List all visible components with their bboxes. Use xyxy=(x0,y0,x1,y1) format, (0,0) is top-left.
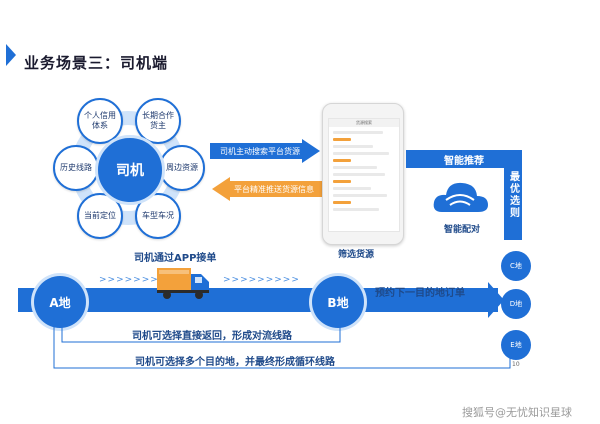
dashes-left: >>>>>>>>> xyxy=(99,275,176,285)
right-arrow-icon xyxy=(210,139,320,163)
phone-caption: 筛选货源 xyxy=(338,250,375,260)
screen-row xyxy=(333,131,383,134)
screen-row xyxy=(333,208,379,211)
phone-screen: 货源搜索 xyxy=(328,118,400,232)
optimal-choice-bar: 最优选则 xyxy=(504,150,522,240)
phone-mockup: 货源搜索 xyxy=(322,103,404,245)
petal-resources: 周边资源 xyxy=(159,145,205,191)
push-label: 平台精准推送货源信息 xyxy=(234,184,314,194)
cloud-icon xyxy=(433,182,488,212)
truck-icon xyxy=(157,268,209,299)
petal-partner: 长期合作货主 xyxy=(135,98,181,144)
search-label: 司机主动搜索平台货源 xyxy=(220,146,300,156)
node-a: A地 xyxy=(34,276,86,328)
screen-row xyxy=(333,138,351,141)
screen-row xyxy=(333,180,351,183)
next-order-label: 预约下一目的地订单 xyxy=(375,288,465,299)
page-number: 10 xyxy=(512,361,520,368)
petal-credit: 个人信用体系 xyxy=(77,98,123,144)
screen-row xyxy=(333,145,373,148)
screen-row xyxy=(333,173,385,176)
screen-header: 货源搜索 xyxy=(329,119,399,127)
petal-history: 历史线路 xyxy=(53,145,99,191)
screen-row xyxy=(333,159,351,162)
screen-row xyxy=(333,187,371,190)
watermark: 搜狐号@无忧知识星球 xyxy=(462,406,572,419)
title-marker-icon xyxy=(6,44,16,66)
screen-row xyxy=(333,166,377,169)
loop-route-label: 司机可选择多个目的地，并最终形成循环线路 xyxy=(135,357,335,368)
route-arrow-icon xyxy=(488,282,504,318)
smart-match-label: 智能配对 xyxy=(444,225,481,235)
direct-return-label: 司机可选择直接返回，形成对流线路 xyxy=(132,331,292,342)
smart-recommend-bar: 智能推荐 xyxy=(406,150,522,168)
left-arrow-icon xyxy=(212,177,322,201)
dest-e: E地 xyxy=(501,330,531,360)
dest-c: C地 xyxy=(501,251,531,281)
screen-row xyxy=(333,194,387,197)
node-b: B地 xyxy=(312,276,364,328)
page-title: 业务场景三：司机端 xyxy=(24,54,169,72)
dashes-right: >>>>>>>>> xyxy=(223,275,300,285)
dest-d: D地 xyxy=(501,289,531,319)
screen-row xyxy=(333,201,351,204)
app-order-label: 司机通过APP接单 xyxy=(134,253,217,264)
driver-center: 司机 xyxy=(95,135,165,205)
route-line xyxy=(18,288,498,312)
screen-row xyxy=(333,152,389,155)
